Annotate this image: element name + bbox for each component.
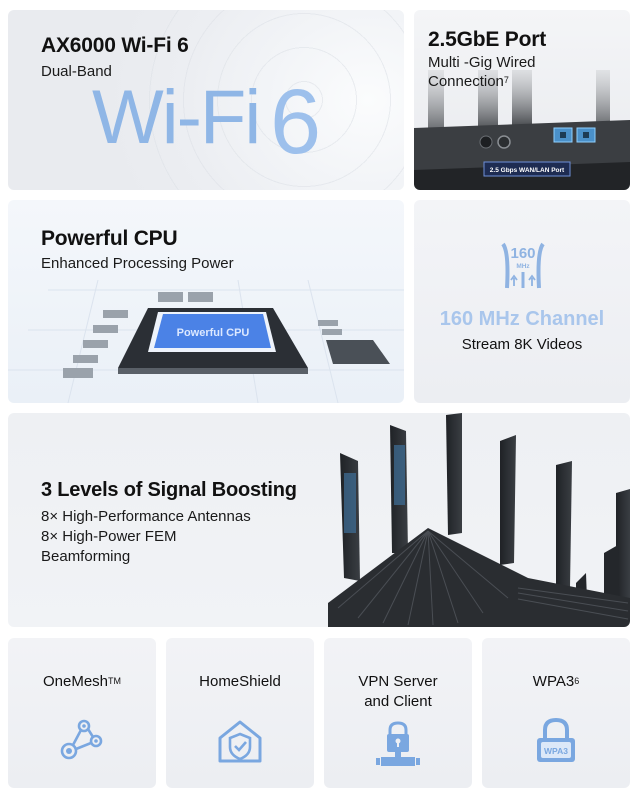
signal-panel: 3 Levels of Signal Boosting 8× High-Perf… — [8, 413, 630, 627]
signal-feature-item: 8× High-Power FEM — [41, 528, 177, 545]
vpn-lock-icon — [376, 721, 420, 766]
signal-feature-item: Beamforming — [41, 548, 131, 565]
svg-text:WPA3: WPA3 — [544, 746, 568, 756]
cpu-chip-label: Powerful CPU — [177, 327, 250, 339]
cpu-subtitle: Enhanced Processing Power — [41, 255, 234, 272]
feature-homeshield: HomeShield — [166, 638, 314, 788]
wifi-logo-digit: 6 — [270, 71, 322, 173]
footnote-marker: 7 — [503, 75, 509, 85]
svg-text:160: 160 — [510, 245, 535, 262]
channel-title: 160 MHz Channel — [439, 308, 605, 330]
vpn-label: VPN Server and Client — [358, 673, 438, 710]
house-shield-icon — [218, 720, 262, 763]
cpu-title: Powerful CPU — [41, 227, 178, 250]
signal-title: 3 Levels of Signal Boosting — [41, 479, 297, 501]
wpa3-lock-icon: WPA3 — [537, 717, 575, 762]
port-subtitle: Multi -Gig Wired Connection7 — [428, 53, 536, 91]
wifi6-title: AX6000 Wi-Fi 6 — [41, 34, 189, 57]
wifi6-panel: AX6000 Wi-Fi 6 Dual-Band Wi-Fi 6 — [8, 10, 404, 190]
port-title: 2.5GbE Port — [428, 28, 546, 51]
feature-onemesh: OneMeshTM — [8, 638, 156, 788]
cpu-chip-illustration: Powerful CPU — [8, 280, 404, 403]
homeshield-label: HomeShield — [199, 673, 281, 690]
cpu-panel: Powerful CPU Enhanced Processing Power P… — [8, 200, 404, 403]
feature-vpn: VPN Server and Client — [324, 638, 472, 788]
onemesh-label: OneMeshTM — [42, 673, 122, 690]
signal-feature-list: 8× High-Performance Antennas 8× High-Pow… — [41, 507, 251, 567]
mesh-network-icon — [60, 719, 103, 760]
channel-160mhz-icon: 160 MHz — [501, 242, 545, 289]
wave-rings-decoration — [144, 10, 404, 190]
wpa3-label: WPA36 — [532, 673, 580, 690]
channel-subtitle: Stream 8K Videos — [461, 336, 583, 353]
port-panel: 2.5 Gbps WAN/LAN Port 2.5GbE Port Multi … — [414, 10, 630, 190]
router-rear-ports-image: 2.5 Gbps WAN/LAN Port — [414, 70, 630, 190]
wifi-logo-text: Wi-Fi — [92, 75, 261, 160]
port-callout-label: 2.5 Gbps WAN/LAN Port — [490, 167, 565, 174]
router-antennas-image — [328, 413, 630, 627]
svg-text:MHz: MHz — [516, 263, 530, 270]
channel-panel: 160 MHz 160 MHz Channel Stream 8K Videos — [414, 200, 630, 403]
wifi6-subtitle: Dual-Band — [41, 63, 112, 80]
port-subtitle-line1: Multi -Gig Wired — [428, 54, 536, 71]
port-subtitle-line2: Connection — [428, 73, 504, 90]
signal-feature-item: 8× High-Performance Antennas — [41, 508, 251, 525]
feature-wpa3: WPA36 WPA3 — [482, 638, 630, 788]
